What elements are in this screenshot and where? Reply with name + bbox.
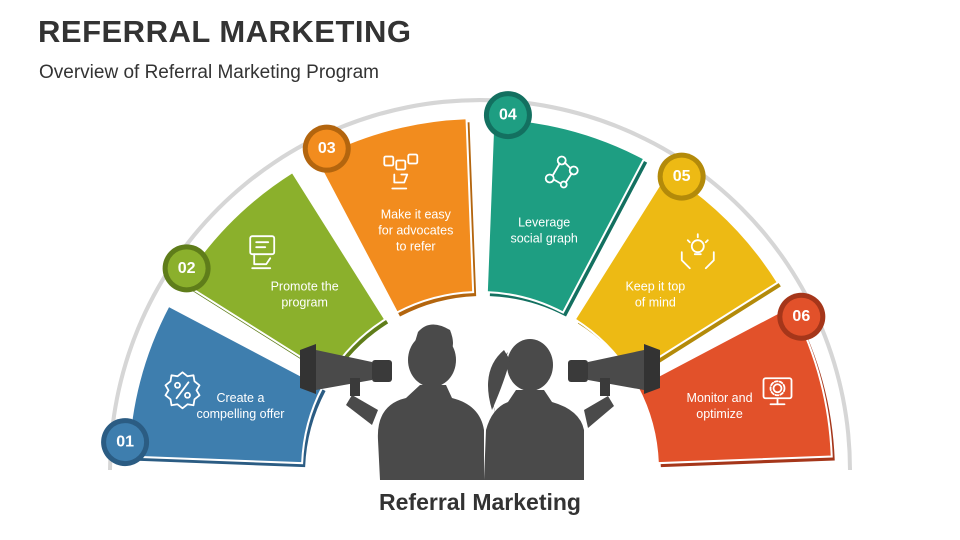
step-number: 05 [673,168,691,185]
segment-shape [573,170,780,377]
step-number-inner [662,157,701,196]
slide-subtitle: Overview of Referral Marketing Program [39,62,379,83]
step-number: 02 [178,260,196,277]
segment-shape [127,304,324,465]
step-label-line: optimize [696,407,743,421]
segment-04: Leverage social graph 04 [483,91,648,317]
step-number-inner [488,96,527,135]
step-number-inner [307,129,346,168]
step-number: 01 [116,434,134,451]
segment-01: Create a compelling offer 01 [101,304,326,468]
segment-03: Make it easy for advocates to refer 03 [302,117,477,317]
step-label-line: program [281,296,328,310]
segments-group: Create a compelling offer 01 Promote the pr… [101,91,835,468]
step-label-line: Create a [216,391,264,405]
step-number-inner [782,297,821,336]
step-label-line: compelling offer [196,407,284,421]
woman-silhouette [484,339,614,480]
step-number: 03 [318,140,336,157]
step-label-line: to refer [396,239,436,253]
step-label-line: Keep it top [625,280,685,294]
step-label-line: for advocates [378,223,453,237]
step-label-line: Leverage [518,215,570,229]
step-label-line: Promote the [271,280,339,294]
step-number-inner [106,423,145,462]
step-label-line: social graph [510,231,577,245]
segment-shape [636,304,833,465]
speakers-illustration [300,324,660,480]
left-megaphone [300,344,392,396]
segment-02: Promote the program 02 [162,170,389,380]
segment-06: Monitor and optimize 06 [636,292,835,468]
segment-shape [314,117,475,314]
step-label-line: Make it easy [381,207,452,221]
lightbulb-hands-icon [680,233,715,270]
presentation-hand-icon [249,235,276,270]
slide-title: REFERRAL MARKETING [38,14,412,49]
step-number: 06 [792,308,810,325]
network-graph-icon [544,155,579,189]
segment-05: Keep it top of mind 05 [573,152,781,380]
segment-shape [485,117,646,314]
step-number: 04 [499,107,517,124]
monitor-gear-icon [762,377,793,406]
step-label-line: of mind [635,296,676,310]
center-label: Referral Marketing [379,489,581,515]
social-share-hand-icon [383,153,419,190]
step-number-inner [167,249,206,288]
man-silhouette [346,324,484,480]
step-label-line: Monitor and [687,391,753,405]
right-megaphone [568,344,660,396]
percent-badge-icon [164,371,201,410]
